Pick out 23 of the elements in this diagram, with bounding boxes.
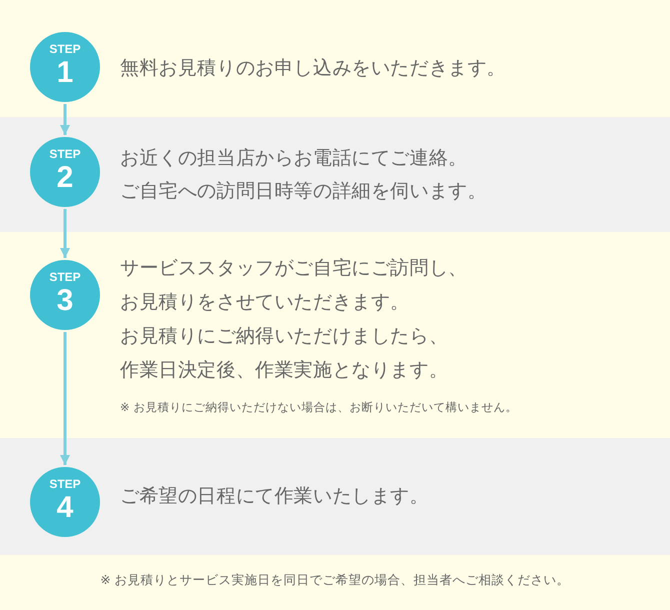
arrow <box>60 332 70 465</box>
step-label: STEP <box>48 270 82 284</box>
step-label: STEP <box>48 147 82 161</box>
step-number: 3 <box>56 284 74 318</box>
step-number: 2 <box>56 161 74 195</box>
step-band <box>0 117 670 232</box>
step-band <box>0 438 670 555</box>
step-text: お見積りにご納得いただけましたら、 <box>120 324 448 349</box>
note-text: ※ お見積りにご納得いただけない場合は、お断りいただいて構いません。 <box>120 399 518 415</box>
step-text: お見積りをさせていただきます。 <box>120 290 410 315</box>
step-text: ご自宅への訪問日時等の詳細を伺います。 <box>120 179 487 204</box>
step-text: サービススタッフがご自宅にご訪問し、 <box>120 256 468 281</box>
footnote-text: ※ お見積りとサービス実施日を同日でご希望の場合、担当者へご相談ください。 <box>99 571 571 589</box>
arrow <box>60 209 70 258</box>
step-text: 作業日決定後、作業実施となります。 <box>120 358 448 383</box>
step-text: ご希望の日程にて作業いたします。 <box>120 484 429 509</box>
step-text: お近くの担当店からお電話にてご連絡。 <box>120 146 468 171</box>
step-label: STEP <box>48 42 82 56</box>
step-text: 無料お見積りのお申し込みをいただきます。 <box>120 56 506 81</box>
step-label: STEP <box>48 477 82 491</box>
step-number: 4 <box>56 491 74 525</box>
arrow <box>60 104 70 135</box>
step-number: 1 <box>56 56 74 90</box>
